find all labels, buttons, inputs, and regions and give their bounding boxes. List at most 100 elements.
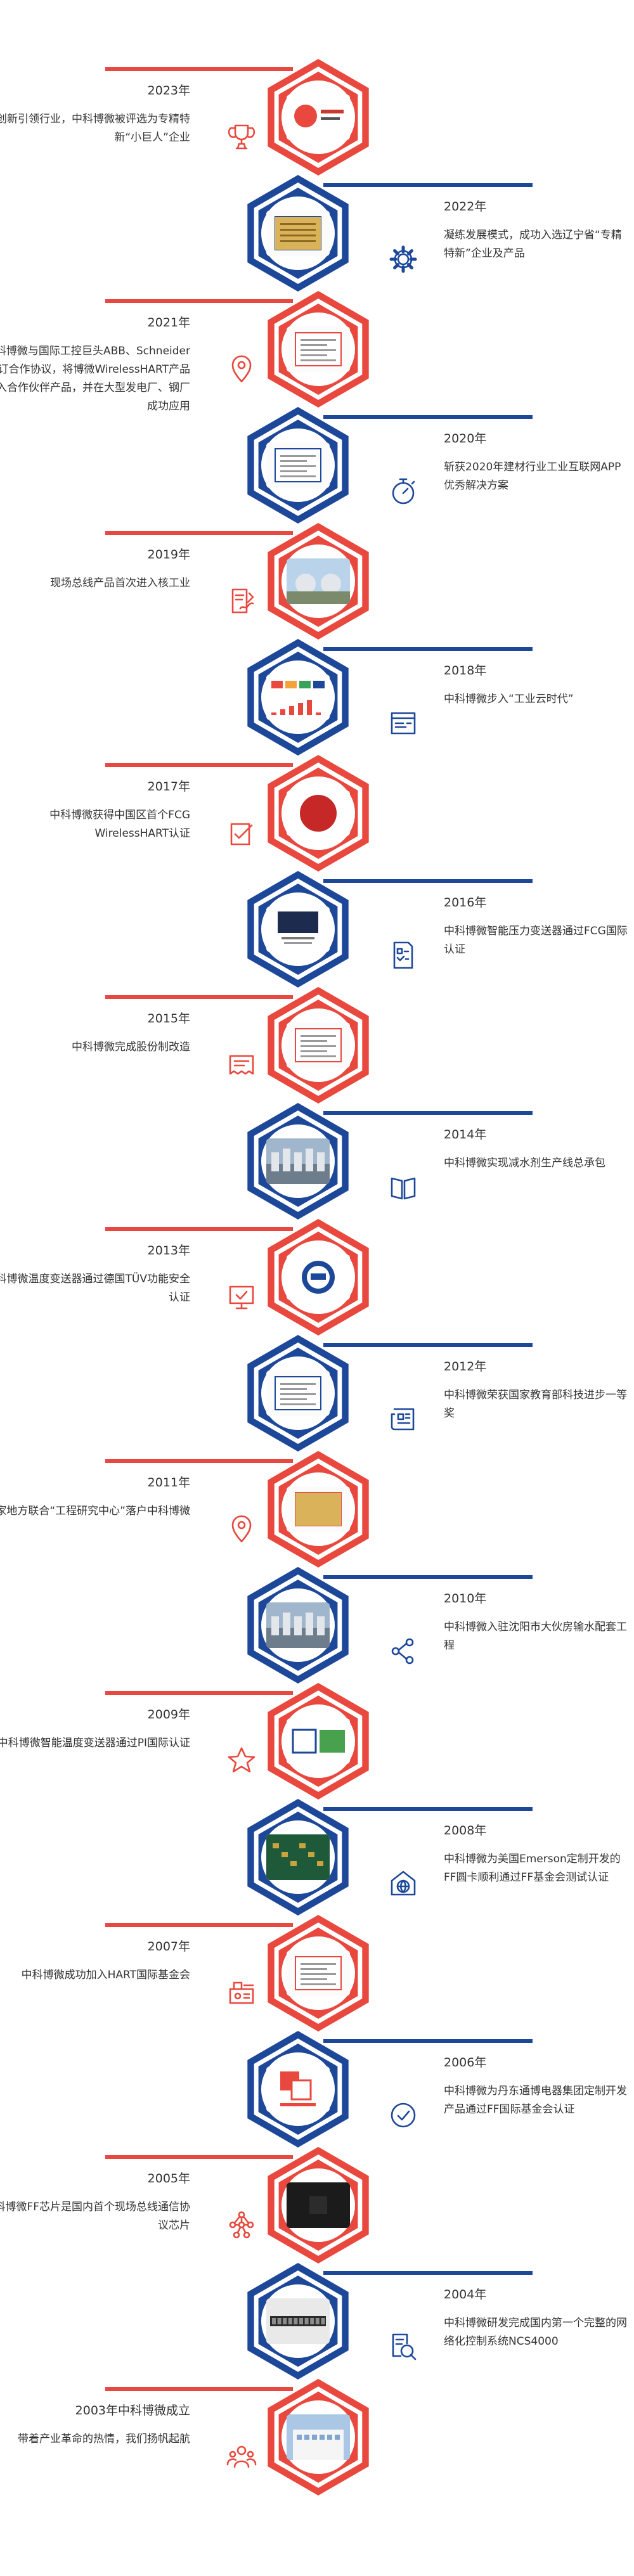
milestone-description: 凝练发展模式，成功入选辽宁省“专精特新”企业及产品: [444, 229, 622, 260]
milestone-description: 中科博微智能压力变送器通过FCG国际认证: [444, 925, 628, 956]
timeline-entry-20: 2004年中科博微研发完成国内第一个完整的网络化控制系统NCS4000: [0, 2261, 634, 2407]
map-marker-icon: [231, 1515, 252, 1543]
milestone-description: 斩获2020年建材行业工业互联网APP优秀解决方案: [444, 461, 621, 492]
trophy-icon: [228, 124, 256, 150]
factory-pipes-photo: [266, 1138, 330, 1184]
gold-plaque: [266, 210, 330, 256]
certificate-document: [266, 442, 330, 488]
milestone-year: 2015年: [147, 1012, 190, 1026]
milestone-description: 中科博微成功加入HART国际基金会: [21, 1969, 190, 1981]
timeline-entry-6: 2018年中科博微步入“工业云时代”: [0, 637, 634, 783]
connector-line: [323, 879, 533, 883]
hart-registered-badge: [266, 906, 330, 952]
timeline-entry-13: 2011年国家地方联合“工程研究中心”落户中科博微: [0, 1449, 634, 1595]
timeline-entry-4: 2020年斩获2020年建材行业工业互联网APP优秀解决方案: [0, 405, 634, 551]
timeline-entry-21: 2003年中科博微成立带着产业革命的热情，我们扬帆起航: [0, 2377, 634, 2523]
star-icon: [228, 1747, 256, 1773]
milestone-year: 2006年: [444, 2056, 487, 2070]
milestone-description: 中科博微步入“工业云时代”: [444, 693, 574, 705]
office-building-photo: [287, 2414, 350, 2460]
agreement-document: [287, 326, 350, 372]
timeline-entry-3: 2021年中科博微与国际工控巨头ABB、Schneider签订合作协议，将博微W…: [0, 289, 634, 435]
connector-line: [323, 1111, 533, 1115]
fieldbus-foundation-logo: [266, 2066, 330, 2112]
connector-line: [323, 183, 533, 187]
hart-membership-certificate: [287, 1950, 350, 1996]
milestone-year: 2008年: [444, 1824, 487, 1838]
milestone-year: 2003年中科博微成立: [75, 2404, 190, 2418]
milestone-year: 2007年: [147, 1940, 190, 1954]
timeline-entry-12: 2012年中科博微荣获国家教育部科技进步一等奖: [0, 1333, 634, 1479]
connector-line: [105, 531, 293, 535]
tuv-badge: [287, 1254, 350, 1300]
milestone-description: 中科博微荣获国家教育部科技进步一等奖: [444, 1389, 627, 1420]
milestone-year: 2011年: [147, 1476, 190, 1490]
globe-network-icon: [391, 1871, 416, 1896]
milestone-year: 2009年: [147, 1708, 190, 1722]
milestone-description: 中科博微为美国Emerson定制开发的FF圆卡顺利通过FF基金会测试认证: [444, 1853, 621, 1884]
milestone-year: 2012年: [444, 1360, 487, 1374]
machine-icon: [229, 1981, 254, 2004]
open-book-icon: [391, 1177, 416, 1200]
timeline-entry-9: 2015年中科博微完成股份制改造: [0, 985, 634, 1131]
milestone-description: 中科博微智能温度变送器通过PI国际认证: [0, 1737, 190, 1749]
timeline-entry-14: 2010年中科博微入驻沈阳市大伙房输水配套工程: [0, 1565, 634, 1711]
location-pin-icon: [231, 355, 252, 383]
monitor-check-icon: [229, 1285, 254, 1310]
connector-line: [105, 1227, 293, 1231]
signed-document-icon: [231, 588, 254, 614]
connector-line: [323, 647, 533, 651]
molecule-icon: [229, 2211, 254, 2239]
milestone-description: 中科博微温度变送器通过德国TÜV功能安全认证: [0, 1273, 190, 1304]
timeline-entry-2: 2022年凝练发展模式，成功入选辽宁省“专精特新”企业及产品: [0, 173, 634, 319]
milestone-description: 中科博微入驻沈阳市大伙房输水配套工程: [444, 1621, 627, 1652]
checklist-icon: [230, 823, 253, 846]
timeline-entry-5: 2019年现场总线产品首次进入核工业: [0, 521, 634, 667]
milestone-year: 2020年: [444, 432, 487, 446]
circuit-board-photo: [266, 1834, 330, 1880]
connector-line: [323, 2271, 533, 2275]
milestone-year: 2014年: [444, 1128, 487, 1142]
milestone-year: 2022年: [444, 200, 487, 214]
connector-line: [105, 67, 293, 71]
check-document-icon: [393, 941, 413, 969]
connector-line: [323, 1343, 533, 1347]
milestone-description: 创新引领行业，中科博微被评选为专精特新“小巨人”企业: [0, 113, 190, 144]
milestone-year: 2018年: [444, 664, 487, 678]
milestone-year: 2019年: [147, 548, 190, 562]
milestone-year: 2017年: [147, 780, 190, 794]
milestone-description: 中科博微实现减水剂生产线总承包: [444, 1157, 605, 1169]
milestone-description: 现场总线产品首次进入核工业: [50, 577, 190, 589]
logo-award-plaque: [287, 94, 350, 140]
water-project-photo: [266, 1602, 330, 1648]
milestone-description: 中科博微研发完成国内第一个完整的网络化控制系统NCS4000: [444, 2317, 627, 2348]
milestone-year: 2013年: [147, 1244, 190, 1258]
milestone-description: 中科博微获得中国区首个FCG WirelessHART认证: [49, 809, 190, 840]
timeline-entry-19: 2005年中科博微FF芯片是国内首个现场总线通信协议芯片: [0, 2145, 634, 2291]
engineering-center-plaque: [287, 1486, 350, 1532]
connector-line: [105, 299, 293, 303]
pi-logo: [287, 1718, 350, 1764]
milestone-description: 带着产业革命的热情，我们扬帆起航: [18, 2433, 190, 2445]
timeline-entry-17: 2007年中科博微成功加入HART国际基金会: [0, 1913, 634, 2059]
milestone-year: 2023年: [147, 84, 190, 98]
globe-graphic: [287, 790, 350, 836]
stopwatch-icon: [392, 478, 415, 505]
milestone-description: 中科博微为丹东通博电器集团定制开发产品通过FF国际基金会认证: [444, 2085, 627, 2116]
connector-line: [105, 763, 293, 767]
team-icon: [226, 2445, 257, 2468]
newspaper-icon: [391, 1408, 415, 1431]
connector-line: [105, 1459, 293, 1463]
nuclear-plant-photo: [287, 558, 350, 604]
gear-icon: [389, 245, 417, 273]
browser-window-icon: [391, 712, 416, 735]
share-nodes-icon: [391, 1638, 414, 1665]
award-certificate: [266, 1370, 330, 1416]
timeline-entry-7: 2017年中科博微获得中国区首个FCG WirelessHART认证: [0, 753, 634, 899]
timeline-entry-8: 2016年中科博微智能压力变送器通过FCG国际认证: [0, 869, 634, 1015]
milestone-year: 2016年: [444, 896, 487, 910]
business-license: [287, 1022, 350, 1068]
milestone-description: 中科博微完成股份制改造: [72, 1041, 190, 1053]
connector-line: [323, 1575, 533, 1579]
